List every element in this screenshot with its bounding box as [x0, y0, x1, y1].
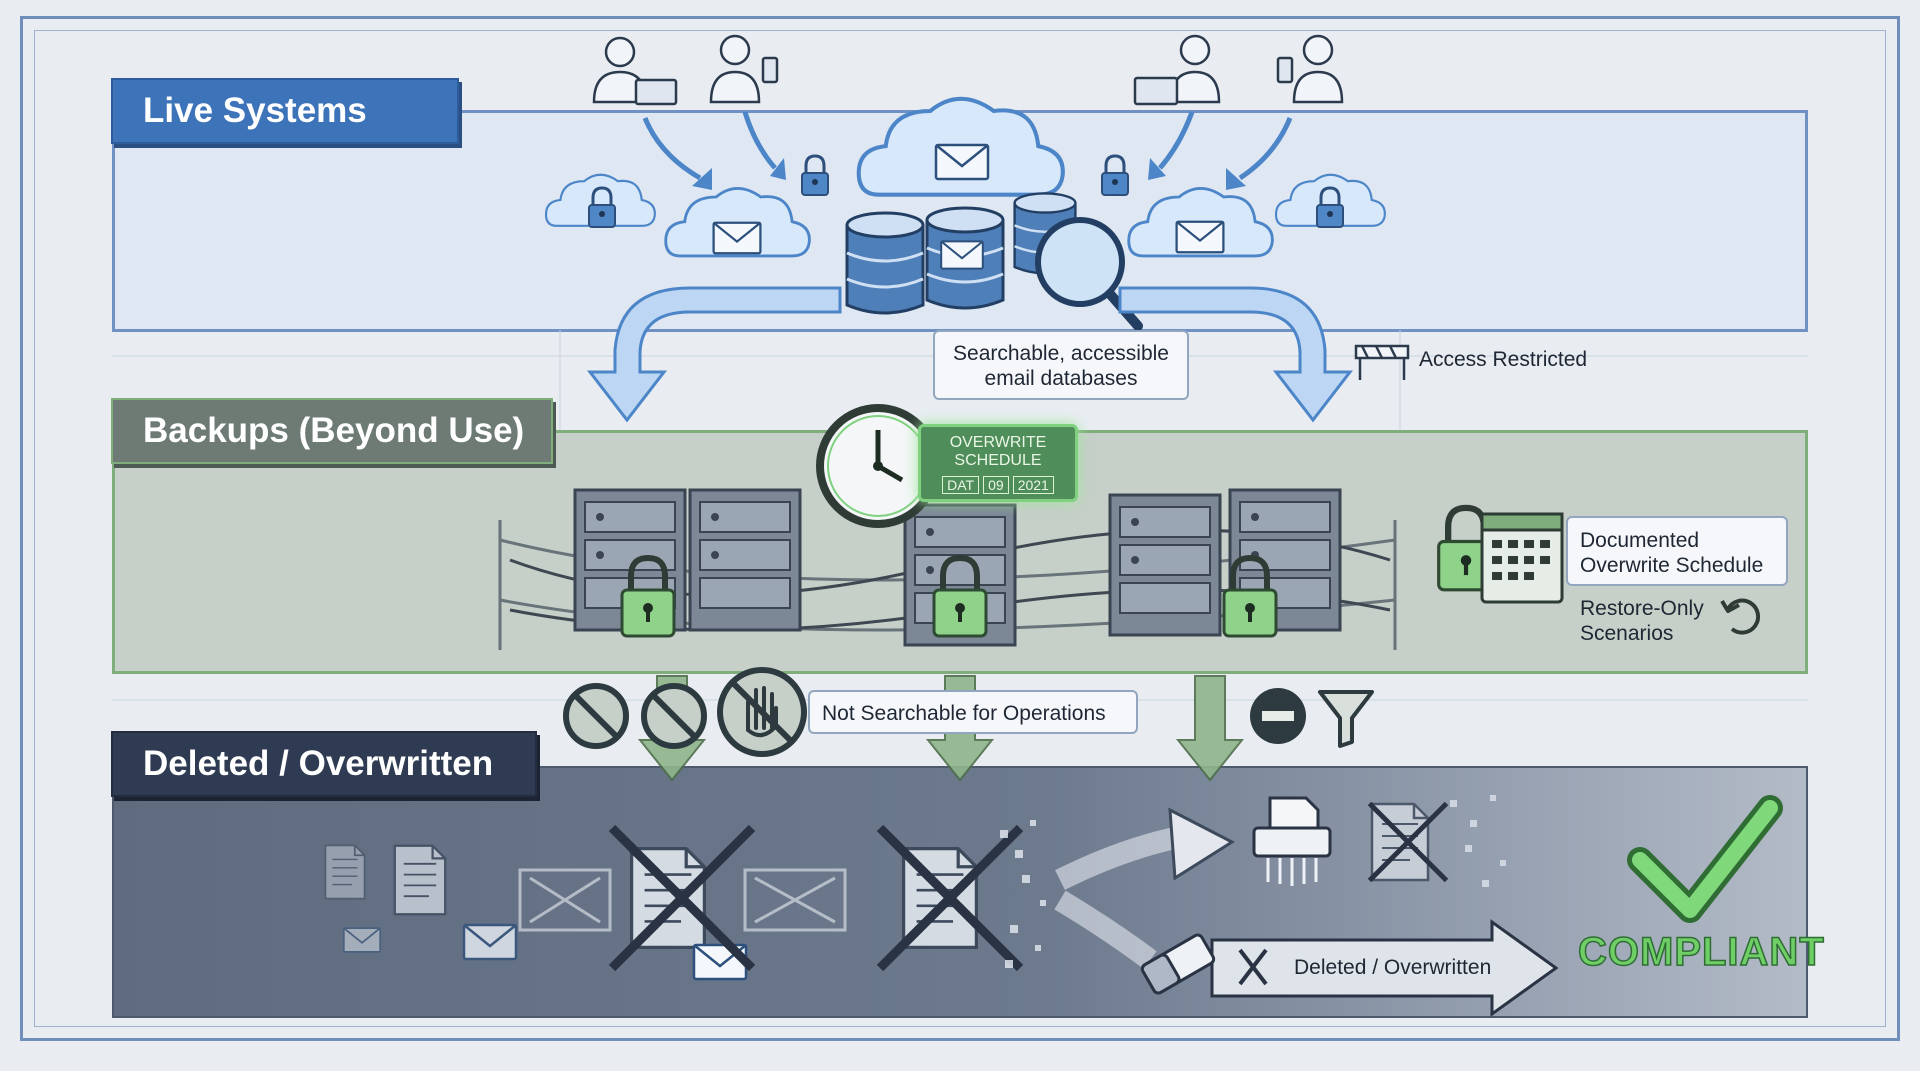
x-mark-icon — [1238, 948, 1268, 986]
envelope-icon — [342, 927, 382, 953]
compliant-label: COMPLIANT — [1577, 929, 1825, 975]
database-icon — [845, 211, 925, 315]
server-rack-icon — [688, 488, 802, 632]
minus-circle-icon — [1250, 688, 1306, 744]
shredder-icon — [1252, 796, 1332, 886]
funnel-icon — [1318, 690, 1374, 748]
outer-frame — [20, 16, 1900, 1041]
document-icon — [324, 844, 366, 900]
sign-cell: DAT — [942, 476, 980, 494]
tag-label: Live Systems — [143, 91, 367, 130]
barrier-icon — [1354, 344, 1410, 380]
tag-label: Backups (Beyond Use) — [143, 411, 525, 450]
prohibited-icon — [644, 686, 704, 746]
not-searchable-callout: Not Searchable for Operations — [808, 690, 1138, 734]
envelope-icon — [1175, 220, 1225, 254]
access-restricted-label: Access Restricted — [1419, 348, 1588, 371]
sign-cell: 09 — [983, 476, 1009, 494]
deleted-arrow-label: Deleted / Overwritten — [1294, 956, 1492, 979]
flow-arrow-right — [1118, 286, 1354, 423]
padlock-icon — [1100, 154, 1130, 197]
calendar-icon — [1480, 512, 1564, 604]
searchable-callout: Searchable, accessible email databases — [933, 330, 1189, 400]
sign-cell: 2021 — [1012, 476, 1054, 494]
tag-label: Deleted / Overwritten — [143, 744, 494, 783]
flow-arrow-left — [586, 286, 842, 423]
callout-line: Overwrite Schedule — [1580, 554, 1764, 577]
document-icon — [393, 844, 447, 916]
restore-icon — [1720, 598, 1761, 635]
overwrite-schedule-sign: OVERWRITE SCHEDULE DAT 09 2021 — [918, 424, 1078, 502]
envelope-icon — [712, 221, 762, 255]
checkmark-icon — [1627, 795, 1783, 923]
user-phone-icon — [709, 34, 779, 104]
user-laptop-icon — [592, 36, 678, 106]
documented-schedule-callout: Documented Overwrite Schedule — [1566, 516, 1788, 586]
backups-tag: Backups (Beyond Use) — [111, 398, 553, 464]
callout-line: Searchable, accessible — [953, 342, 1169, 365]
sign-line: SCHEDULE — [954, 452, 1042, 469]
sign-line: OVERWRITE — [949, 434, 1047, 451]
label-line: Restore-Only — [1580, 597, 1704, 620]
deleted-tag: Deleted / Overwritten — [111, 731, 537, 797]
magnifier-icon — [1035, 217, 1143, 331]
callout-line: email databases — [984, 367, 1138, 390]
envelope-icon — [462, 923, 518, 961]
callout-line: Documented — [1580, 529, 1700, 552]
live-systems-tag: Live Systems — [111, 78, 459, 144]
envelope-icon — [940, 240, 984, 270]
prohibited-icon — [566, 686, 626, 746]
stop-hand-icon — [717, 667, 807, 757]
padlock-icon — [800, 154, 830, 197]
server-rack-icon — [1108, 493, 1222, 637]
user-phone-icon — [1276, 34, 1344, 104]
envelope-icon — [934, 143, 990, 181]
user-laptop-icon — [1133, 34, 1221, 106]
inner-frame — [34, 30, 1886, 1027]
deleted-arrow — [1210, 919, 1559, 1017]
label-line: Scenarios — [1580, 622, 1674, 645]
eraser-icon — [1140, 933, 1216, 995]
sign-date-cells: DAT 09 2021 — [921, 476, 1075, 494]
restore-only-label: Restore-Only Scenarios — [1580, 596, 1704, 646]
